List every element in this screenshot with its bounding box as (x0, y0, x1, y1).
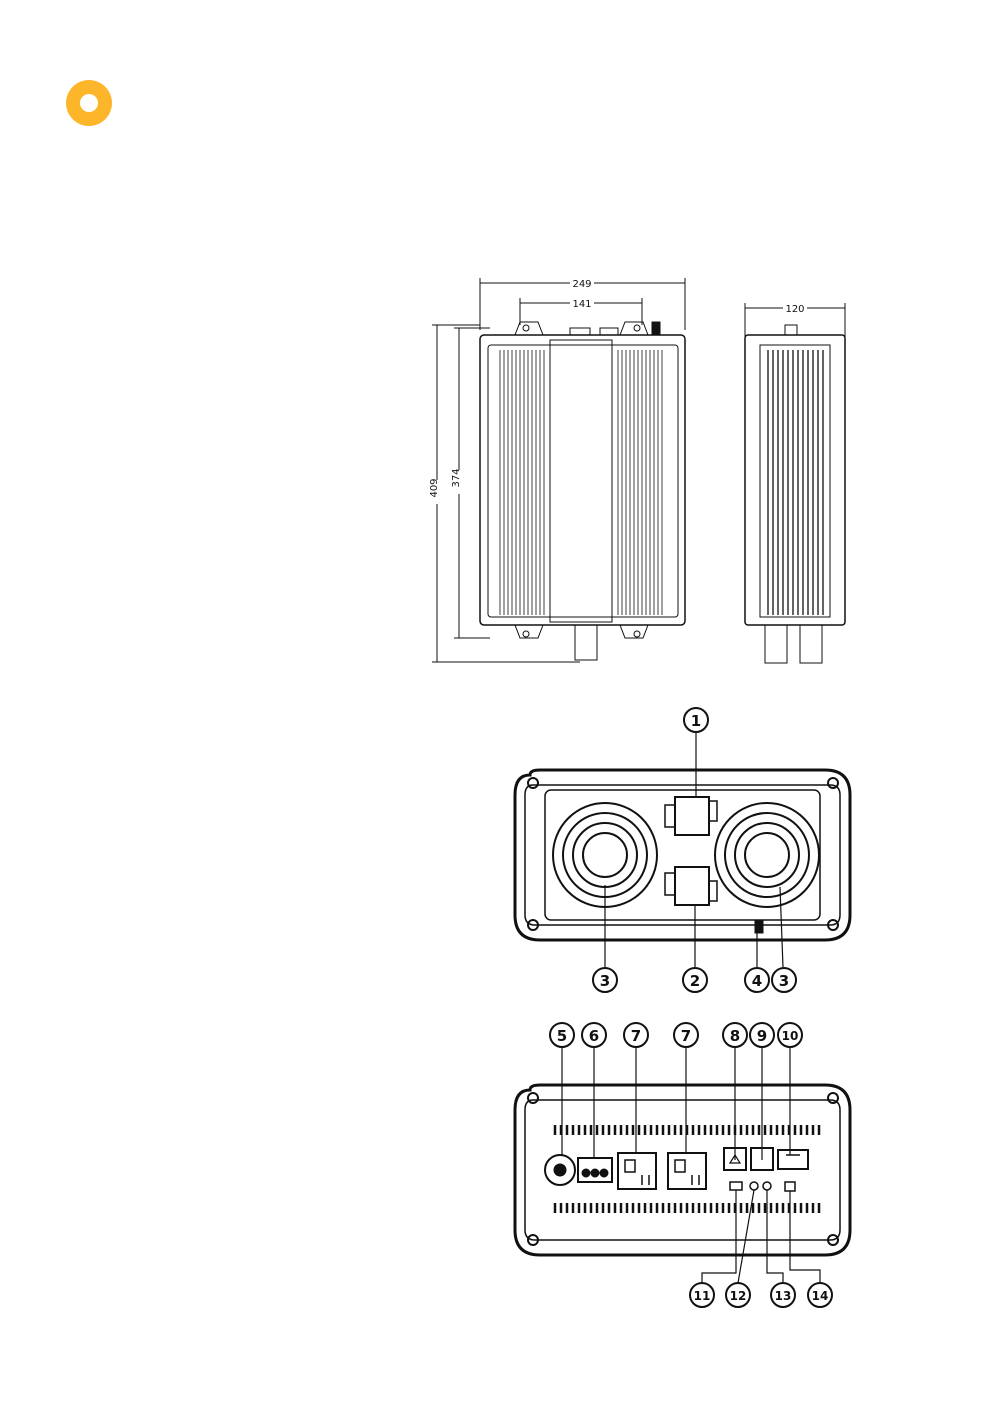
dimension-drawing: 249 141 120 409 374 (420, 270, 860, 670)
callout-13: 13 (775, 1289, 792, 1303)
front-panel-diagram: 5 6 7 7 8 9 10 11 12 13 14 (505, 1015, 860, 1315)
callout-7-left: 7 (631, 1027, 641, 1045)
callout-4: 4 (752, 972, 762, 990)
dim-mount-spacing: 141 (572, 299, 591, 310)
callout-14: 14 (812, 1289, 829, 1303)
callout-9: 9 (757, 1027, 767, 1045)
callout-1: 1 (691, 712, 701, 730)
callout-7-right: 7 (681, 1027, 691, 1045)
dim-width: 249 (572, 279, 591, 290)
section-badge-icon (66, 80, 112, 126)
callout-3-left: 3 (600, 972, 610, 990)
callout-10: 10 (782, 1029, 799, 1043)
dim-depth: 120 (785, 304, 804, 315)
callout-6: 6 (589, 1027, 599, 1045)
callout-5: 5 (557, 1027, 567, 1045)
callout-12: 12 (730, 1289, 747, 1303)
side-view (745, 325, 845, 663)
callout-2: 2 (690, 972, 700, 990)
callout-8: 8 (730, 1027, 740, 1045)
callout-3-right: 3 (779, 972, 789, 990)
dim-body-height: 374 (451, 468, 462, 487)
dim-total-height: 409 (429, 478, 440, 497)
back-panel-diagram: 1 2 3 4 3 (505, 705, 860, 995)
top-view (480, 322, 685, 660)
callout-11: 11 (694, 1289, 711, 1303)
